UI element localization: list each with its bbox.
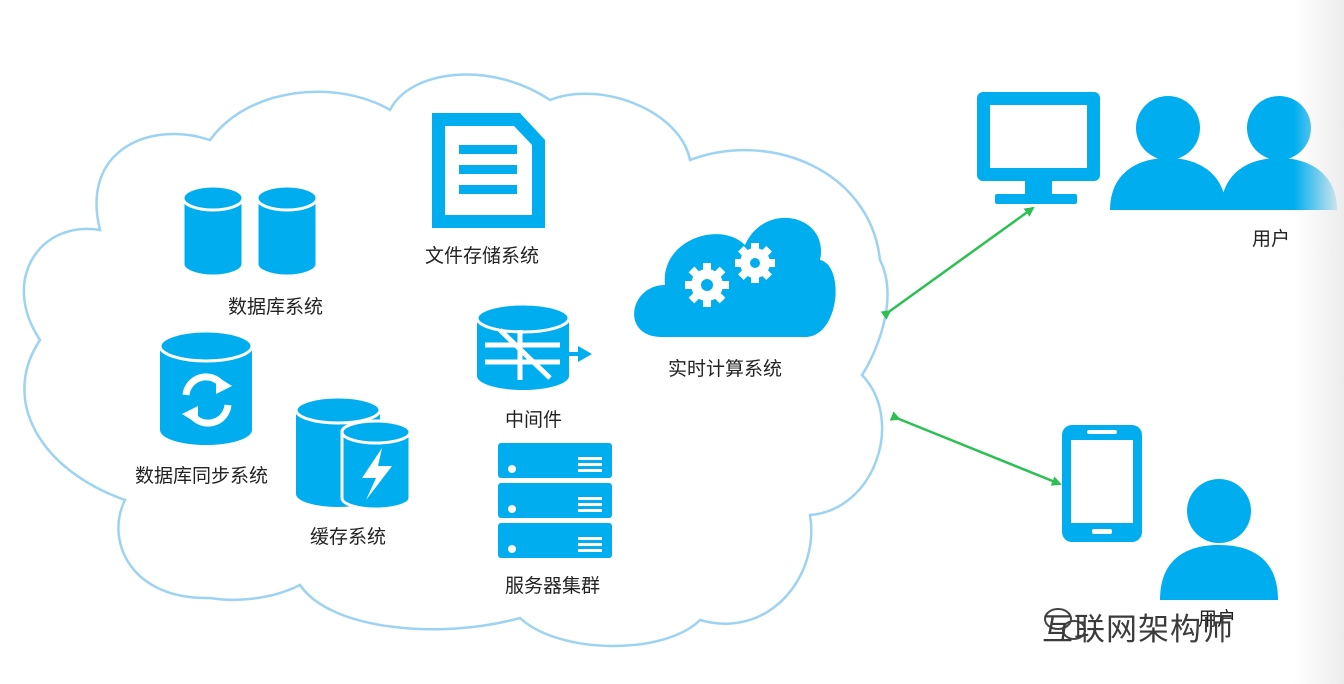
document-icon	[432, 113, 545, 228]
mobile-user-icon	[1160, 479, 1278, 600]
middleware-label: 中间件	[505, 409, 563, 431]
cache-icon	[294, 395, 412, 511]
monitor-connection-arrow	[880, 206, 1035, 320]
realtime-compute-label: 实时计算系统	[668, 358, 783, 380]
server-cluster-label: 服务器集群	[505, 575, 601, 597]
file-storage-label: 文件存储系统	[425, 245, 540, 267]
server-cluster-icon	[498, 443, 612, 558]
cache-label: 缓存系统	[310, 526, 387, 548]
database-label: 数据库系统	[228, 296, 324, 318]
wechat-icon	[1044, 608, 1086, 640]
phone-icon	[1062, 425, 1142, 542]
right-edge-shade	[1294, 0, 1344, 684]
phone-connection-arrow	[889, 411, 1062, 486]
cloud-gears-icon	[634, 217, 836, 337]
watermark-text: 互联网架构师	[1042, 612, 1234, 648]
mobile-user-label: 用户	[1198, 608, 1237, 630]
db-sync-label: 数据库同步系统	[135, 465, 269, 487]
user-label: 用户	[1252, 228, 1291, 250]
monitor-icon	[977, 92, 1100, 204]
middleware-icon	[475, 302, 592, 390]
database-sync-icon	[158, 329, 254, 445]
database-icon	[181, 184, 319, 278]
